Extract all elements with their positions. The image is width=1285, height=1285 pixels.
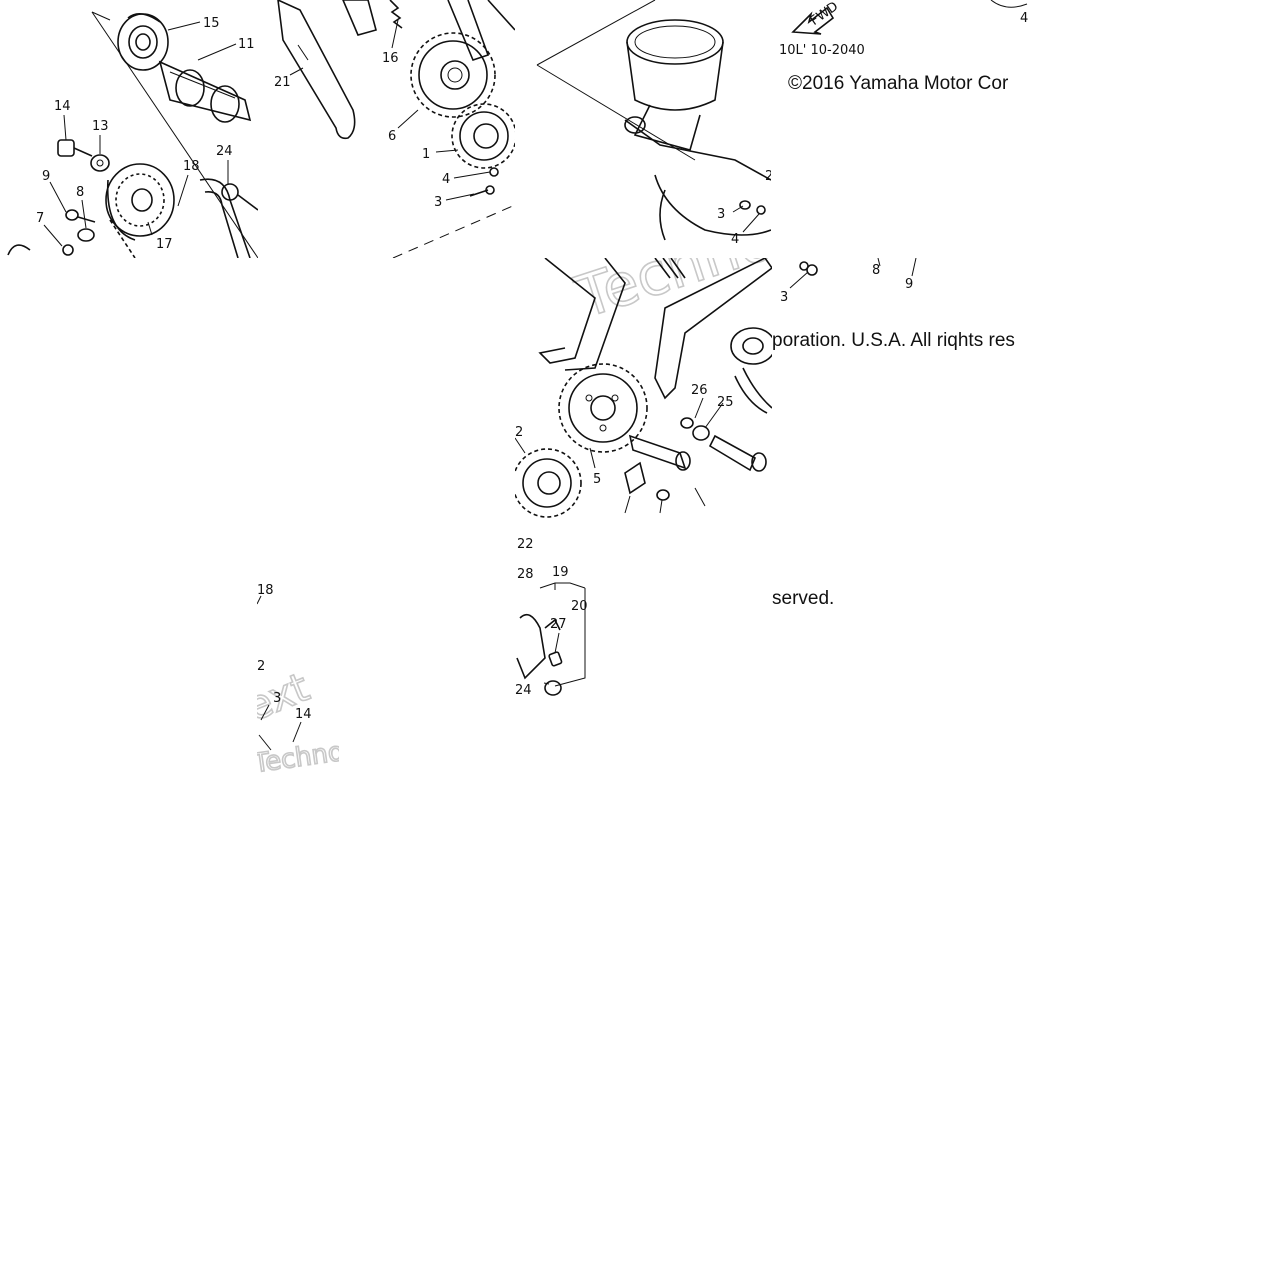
callout-21: 21 [274,75,291,90]
idler-gear-part [410,32,496,118]
bolt-part [57,139,110,172]
callout-3: 3 [780,290,788,305]
callout-2: 2 [257,659,265,674]
callout-7: 7 [36,211,44,226]
callout-18: 18 [183,159,200,174]
tensioner-housing-part [730,327,772,414]
callout-8: 8 [76,185,84,200]
callout-17: 17 [156,237,173,252]
lever-arm-part [277,0,356,140]
diagram-tile-top-left: 15 11 14 13 24 18 9 8 7 17 [0,0,258,258]
callout-24: 24 [515,683,532,698]
callout-9: 9 [42,169,50,184]
callout-5: 5 [593,472,601,487]
callout-6: 6 [388,129,396,144]
bottom-parts-drawing: ext Techno 18 2 3 14 [257,583,339,775]
callout-25: 25 [717,395,734,410]
callout-22: 22 [517,537,534,552]
callout-16: 16 [382,51,399,66]
diagram-tile-bottom-left: ext Techno 18 2 3 14 [257,580,339,775]
lever-part [7,244,31,256]
timing-sprocket-part [558,363,648,453]
callout-15: 15 [203,16,220,31]
callout-8: 8 [872,263,880,278]
callout-1: 1 [422,147,430,162]
piston-part [626,19,724,111]
copyright-line-1: ©2016 Yamaha Motor Cor [788,73,1009,94]
pin-shaft-part [628,434,687,470]
spring-part [389,0,403,29]
callout-4: 4 [731,232,739,247]
callout-14: 14 [295,707,312,722]
small-gear-part [515,448,582,518]
callout-26: 26 [691,383,708,398]
callout-2: 2 [515,425,523,440]
fwd-arrow-drawing: FWD 4 10L' 10-2040 [779,0,1028,58]
callout-28: 28 [517,567,534,582]
figure-code: 10L' 10-2040 [779,43,865,58]
crank-assembly-drawing: 3 4 2 [536,0,771,247]
callout-13: 13 [92,119,109,134]
diagram-tile-middle-right: 8 9 3 [772,258,922,308]
diagram-tile-top-middle: 21 16 6 1 4 3 [258,0,515,258]
callout-3: 3 [273,691,281,706]
bearing-part [117,13,169,71]
tensioner-arm-part [654,258,772,400]
camshaft-part [158,60,252,123]
shaft-part [342,0,377,36]
callout-4: 4 [442,172,450,187]
chain-part [654,258,686,279]
adjuster-bolt-part [221,183,258,211]
copyright-line-3: served. [772,588,835,609]
callout-3: 3 [717,207,725,222]
callout-3: 3 [434,195,442,210]
callout-9: 9 [905,277,913,292]
callout-4: 4 [1020,11,1028,26]
callout-24: 24 [216,144,233,159]
copyright-line-2: poration. U.S.A. All riqhts res [772,330,1015,351]
gear-train-drawing: 21 16 6 1 4 3 [274,0,515,258]
fwd-arrow-icon: FWD [791,0,841,35]
small-parts-drawing: 8 9 3 [780,258,917,305]
cam-sprocket-part [105,163,175,258]
callout-19: 19 [552,565,569,580]
cam-assembly-drawing: 15 11 14 13 24 18 9 8 7 17 [7,11,258,258]
callout-27: 27 [550,617,567,632]
callout-2: 2 [765,169,771,184]
diagram-tile-middle: Techno [515,258,772,708]
diagram-tile-top-right: 3 4 2 [515,0,771,258]
crank-web-part [654,174,771,236]
left-guide-part [538,258,596,364]
callout-14: 14 [54,99,71,114]
timing-gear-drawing: Techno [515,258,772,698]
callout-18: 18 [257,583,274,598]
pump-housing-part [516,613,546,680]
upper-arm-part [447,0,490,61]
diagram-tile-legend: FWD 4 10L' 10-2040 [771,0,1030,110]
callout-11: 11 [238,37,255,52]
watermark-techno-small: Techno [257,737,339,775]
bracket-part [624,461,646,495]
callout-20: 20 [571,599,588,614]
drive-gear-part [451,103,515,169]
